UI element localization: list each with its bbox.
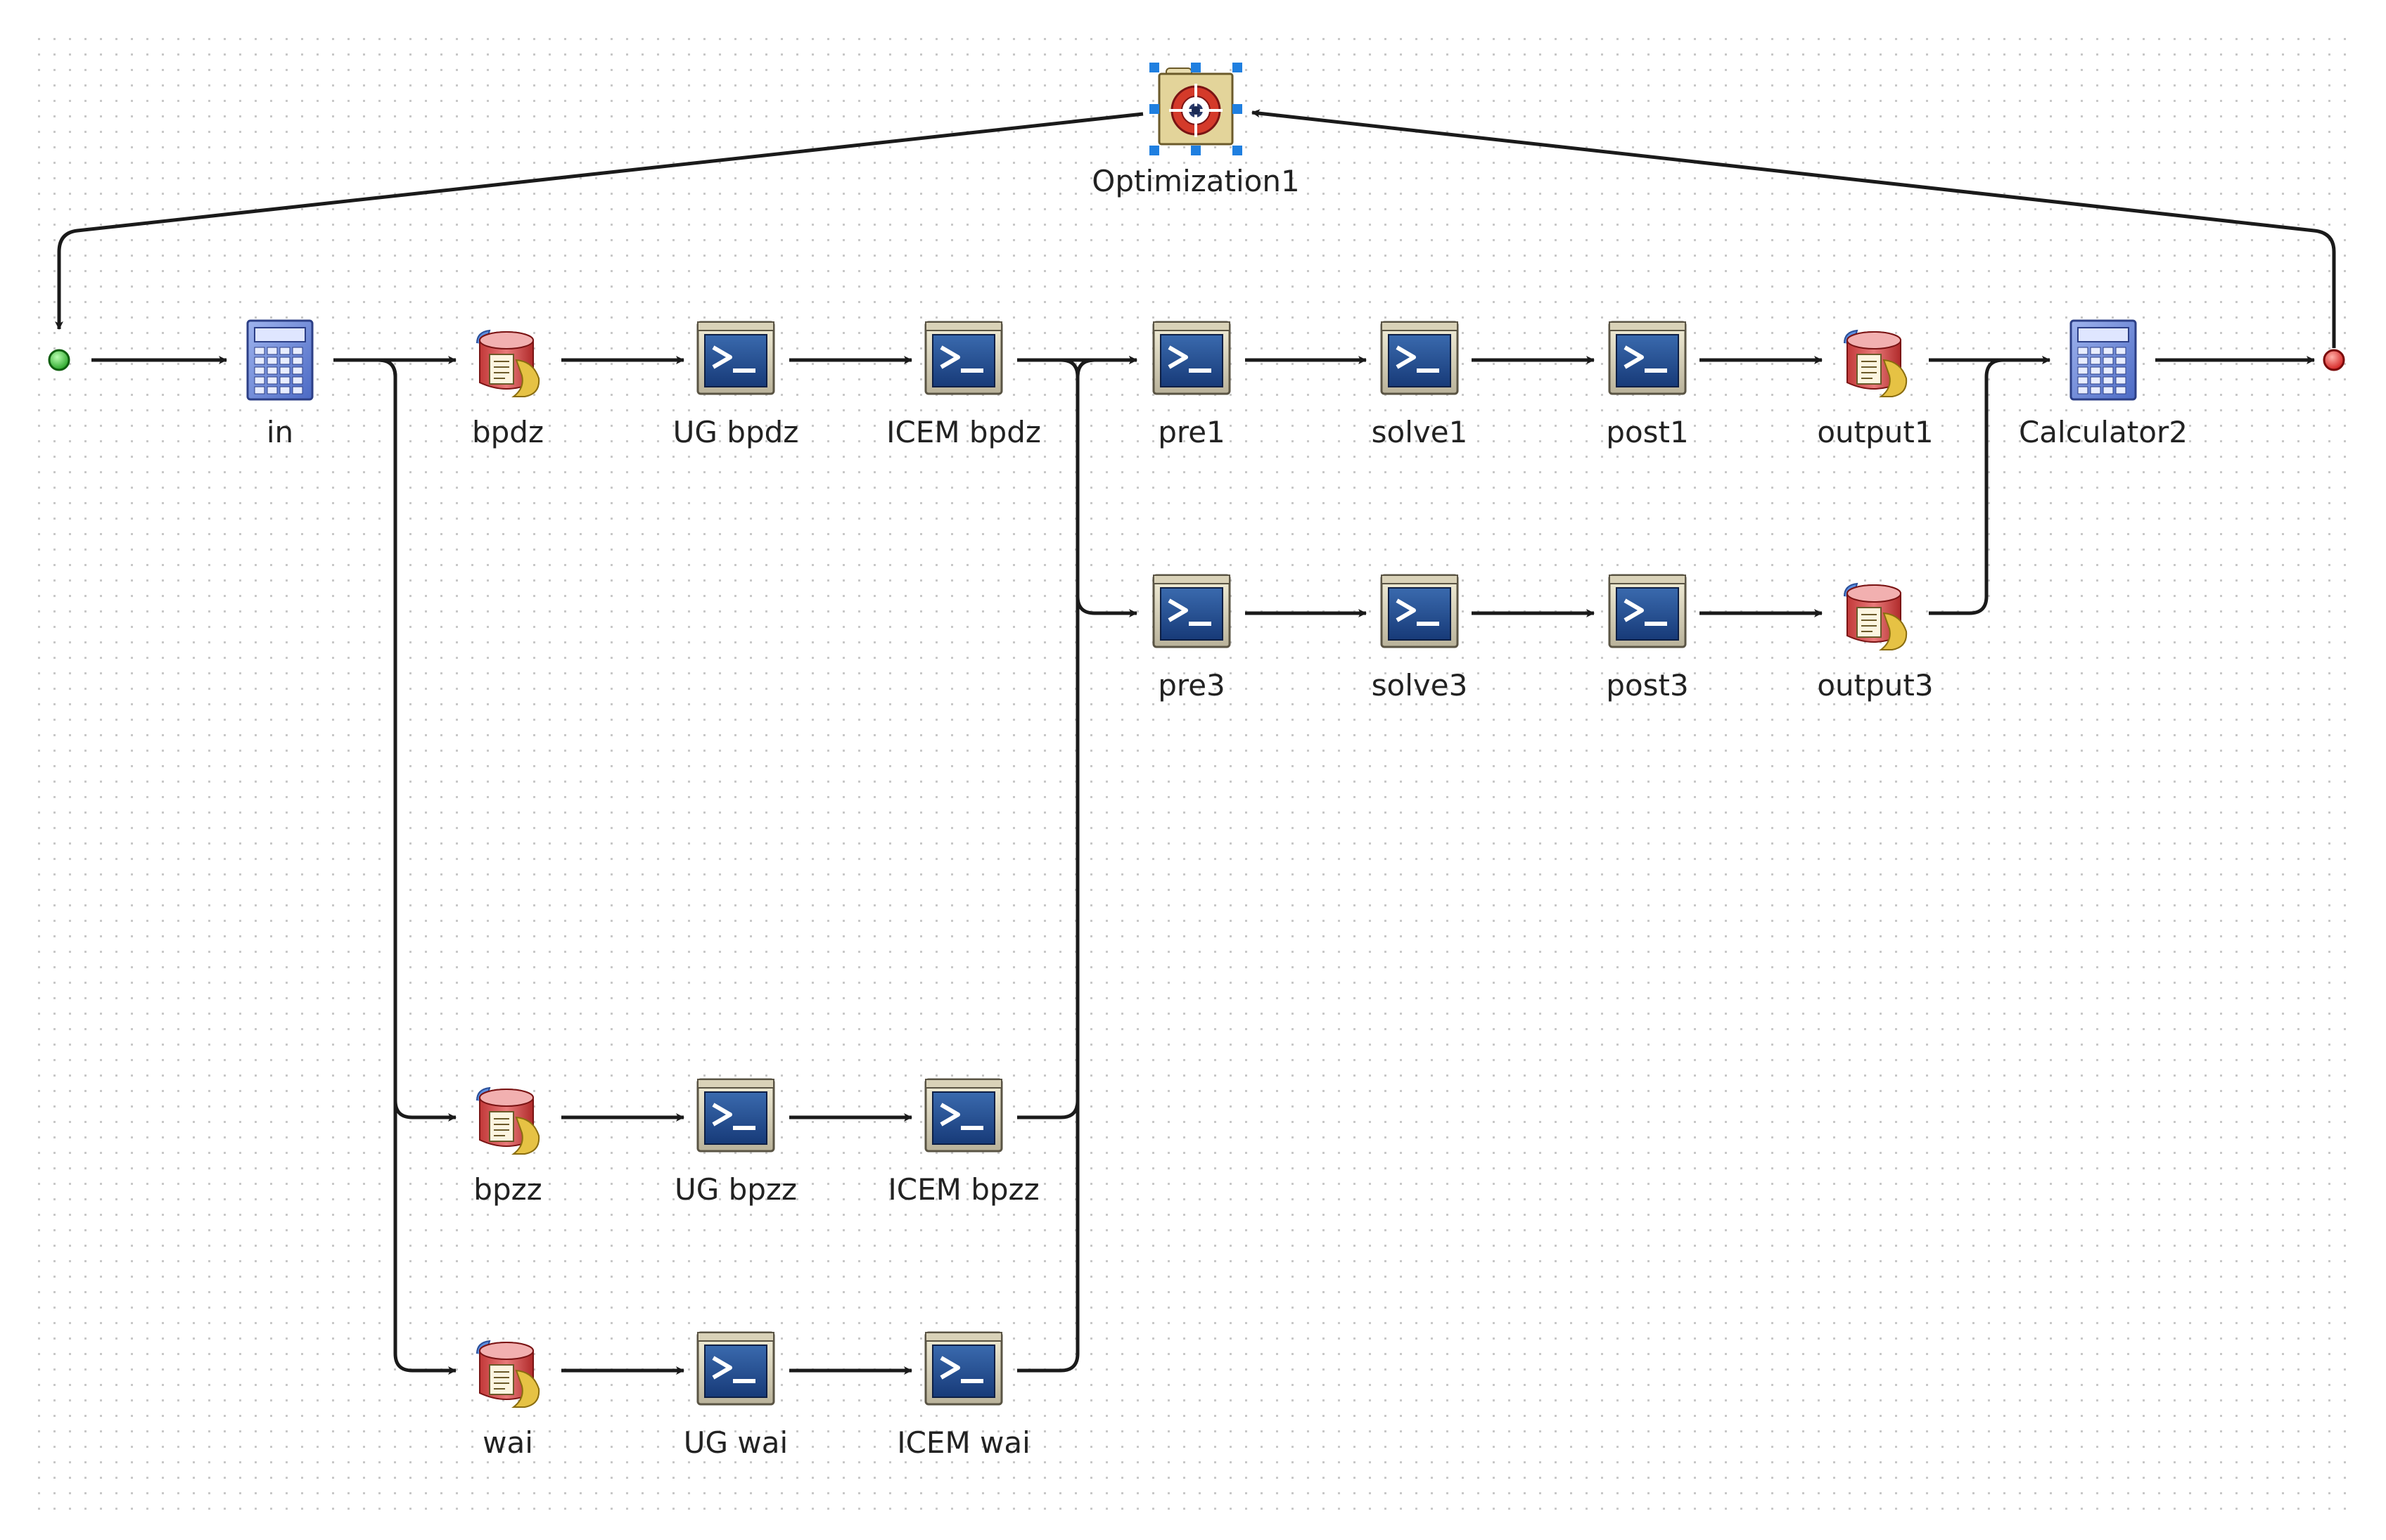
end-point-icon[interactable]	[2292, 318, 2376, 402]
selection-handle[interactable]	[1149, 63, 1159, 72]
node-label: ICEM bpdz	[886, 415, 1041, 449]
node-label: Calculator2	[2018, 415, 2188, 449]
edges-layer	[55, 109, 2336, 1375]
terminal-icon[interactable]	[694, 1328, 778, 1413]
terminal-icon[interactable]	[1149, 318, 1234, 402]
terminal-icon[interactable]	[1149, 571, 1234, 655]
selection-handle[interactable]	[1191, 146, 1201, 155]
terminal-icon[interactable]	[921, 1075, 1006, 1160]
node-label: bpzz	[473, 1172, 542, 1207]
node-label: in	[266, 415, 294, 449]
selection-handle[interactable]	[1191, 63, 1201, 72]
node-label: solve1	[1371, 415, 1468, 449]
database-script-icon[interactable]	[466, 318, 550, 402]
edge-output3-calculator2[interactable]	[1929, 356, 2050, 615]
edge-in-wai[interactable]	[333, 358, 457, 1375]
database-script-icon[interactable]	[466, 1328, 550, 1413]
selection-handle[interactable]	[1232, 63, 1242, 72]
selection-handle[interactable]	[1149, 104, 1159, 114]
node-label: Optimization1	[1092, 164, 1300, 198]
terminal-icon[interactable]	[1605, 571, 1690, 655]
node-label: pre1	[1158, 415, 1225, 449]
start-point-icon[interactable]	[17, 318, 101, 402]
terminal-icon[interactable]	[1377, 318, 1462, 402]
node-label: output3	[1817, 668, 1934, 702]
node-label: UG bpzz	[674, 1172, 798, 1207]
optimization-icon[interactable]	[1154, 67, 1238, 151]
node-label: post3	[1606, 668, 1689, 702]
node-label: ICEM wai	[897, 1425, 1031, 1460]
canvas-grid	[28, 28, 2356, 1519]
node-label: UG wai	[683, 1425, 789, 1460]
terminal-icon[interactable]	[694, 1075, 778, 1160]
terminal-icon[interactable]	[1377, 571, 1462, 655]
selection-handle[interactable]	[1232, 146, 1242, 155]
node-label: UG bpdz	[672, 415, 799, 449]
node-label: solve3	[1371, 668, 1468, 702]
node-label: post1	[1606, 415, 1689, 449]
edge-icem-wai-pre1[interactable]	[1017, 356, 1137, 1373]
database-script-icon[interactable]	[1833, 318, 1918, 402]
node-label: bpdz	[471, 415, 544, 449]
terminal-icon[interactable]	[921, 318, 1006, 402]
edge-end-optimization1[interactable]	[1251, 109, 2336, 348]
node-label: ICEM bpzz	[888, 1172, 1040, 1207]
calculator-icon[interactable]	[238, 318, 322, 402]
node-label: pre3	[1158, 668, 1225, 702]
terminal-icon[interactable]	[694, 318, 778, 402]
node-label: wai	[483, 1425, 533, 1460]
database-script-icon[interactable]	[466, 1075, 550, 1160]
database-script-icon[interactable]	[1833, 571, 1918, 655]
selection-handle[interactable]	[1149, 146, 1159, 155]
node-label: output1	[1817, 415, 1934, 449]
terminal-icon[interactable]	[921, 1328, 1006, 1413]
edge-optimization1-start[interactable]	[55, 112, 1144, 330]
selection-handle[interactable]	[1232, 104, 1242, 114]
terminal-icon[interactable]	[1605, 318, 1690, 402]
calculator-icon[interactable]	[2061, 318, 2145, 402]
